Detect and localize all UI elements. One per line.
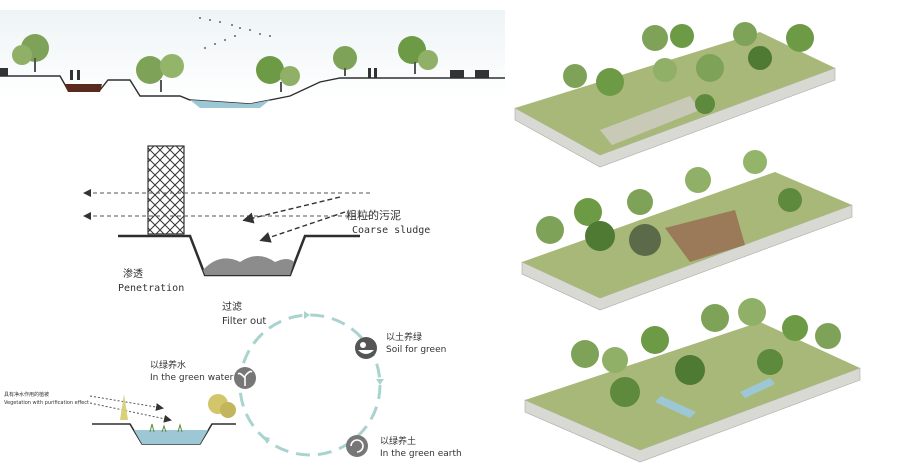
section-elevation <box>0 10 505 108</box>
iso-block-1 <box>514 22 836 168</box>
filter-en: Filter out <box>222 316 266 327</box>
soil-en: Soil for green <box>386 345 446 355</box>
stream-2 <box>740 378 775 398</box>
bird-flock <box>199 17 271 49</box>
veg-en: Vegetation with purification effect <box>4 400 89 406</box>
recycle-icon <box>350 439 364 453</box>
veg-cn: 具有净水作用的植被 <box>4 391 49 398</box>
earth-en: In the green earth <box>380 449 462 459</box>
penetration-en: Penetration <box>118 283 184 294</box>
filter-cn: 过滤 <box>222 300 242 313</box>
seedling-icon <box>237 370 253 386</box>
water-en: In the green water <box>150 373 234 383</box>
iso-block-3 <box>524 298 861 463</box>
earth-node <box>346 435 368 457</box>
river-water <box>190 100 270 108</box>
coarse-sludge-en: Coarse sludge <box>352 225 430 236</box>
earth-cn: 以绿养土 <box>380 435 416 447</box>
vegetated-channel: 具有净水作用的植被 Vegetation with purification e… <box>4 391 236 445</box>
wood-deck <box>665 210 745 262</box>
iso-block-2 <box>521 150 853 311</box>
penetration-diagram: 粗粒的污泥 Coarse sludge 渗透 Penetration <box>83 145 430 294</box>
water-node <box>234 367 256 389</box>
water-cn: 以绿养水 <box>150 359 186 371</box>
poplar-left <box>120 394 128 420</box>
sludge-deposit <box>203 256 294 275</box>
penetration-cn: 渗透 <box>123 267 143 280</box>
soil-node <box>355 337 377 359</box>
cycle-diagram: 过滤 Filter out 以土养绿 Soil for green 以绿养水 I… <box>150 300 462 459</box>
section-cars <box>0 68 489 78</box>
sludge-arrow-1 <box>242 196 341 224</box>
sludge-arrow-2 <box>259 211 346 243</box>
stream-1 <box>655 396 696 418</box>
lattice-barrier <box>147 145 185 235</box>
soil-cn: 以土养绿 <box>386 331 422 343</box>
footpath <box>600 96 700 145</box>
cycle-ring <box>238 313 382 457</box>
coarse-sludge-cn: 粗粒的污泥 <box>346 208 401 222</box>
soil-patch <box>64 84 102 92</box>
section-people <box>70 68 377 80</box>
section-trees <box>12 34 438 92</box>
soil-bowl-icon <box>358 350 374 354</box>
